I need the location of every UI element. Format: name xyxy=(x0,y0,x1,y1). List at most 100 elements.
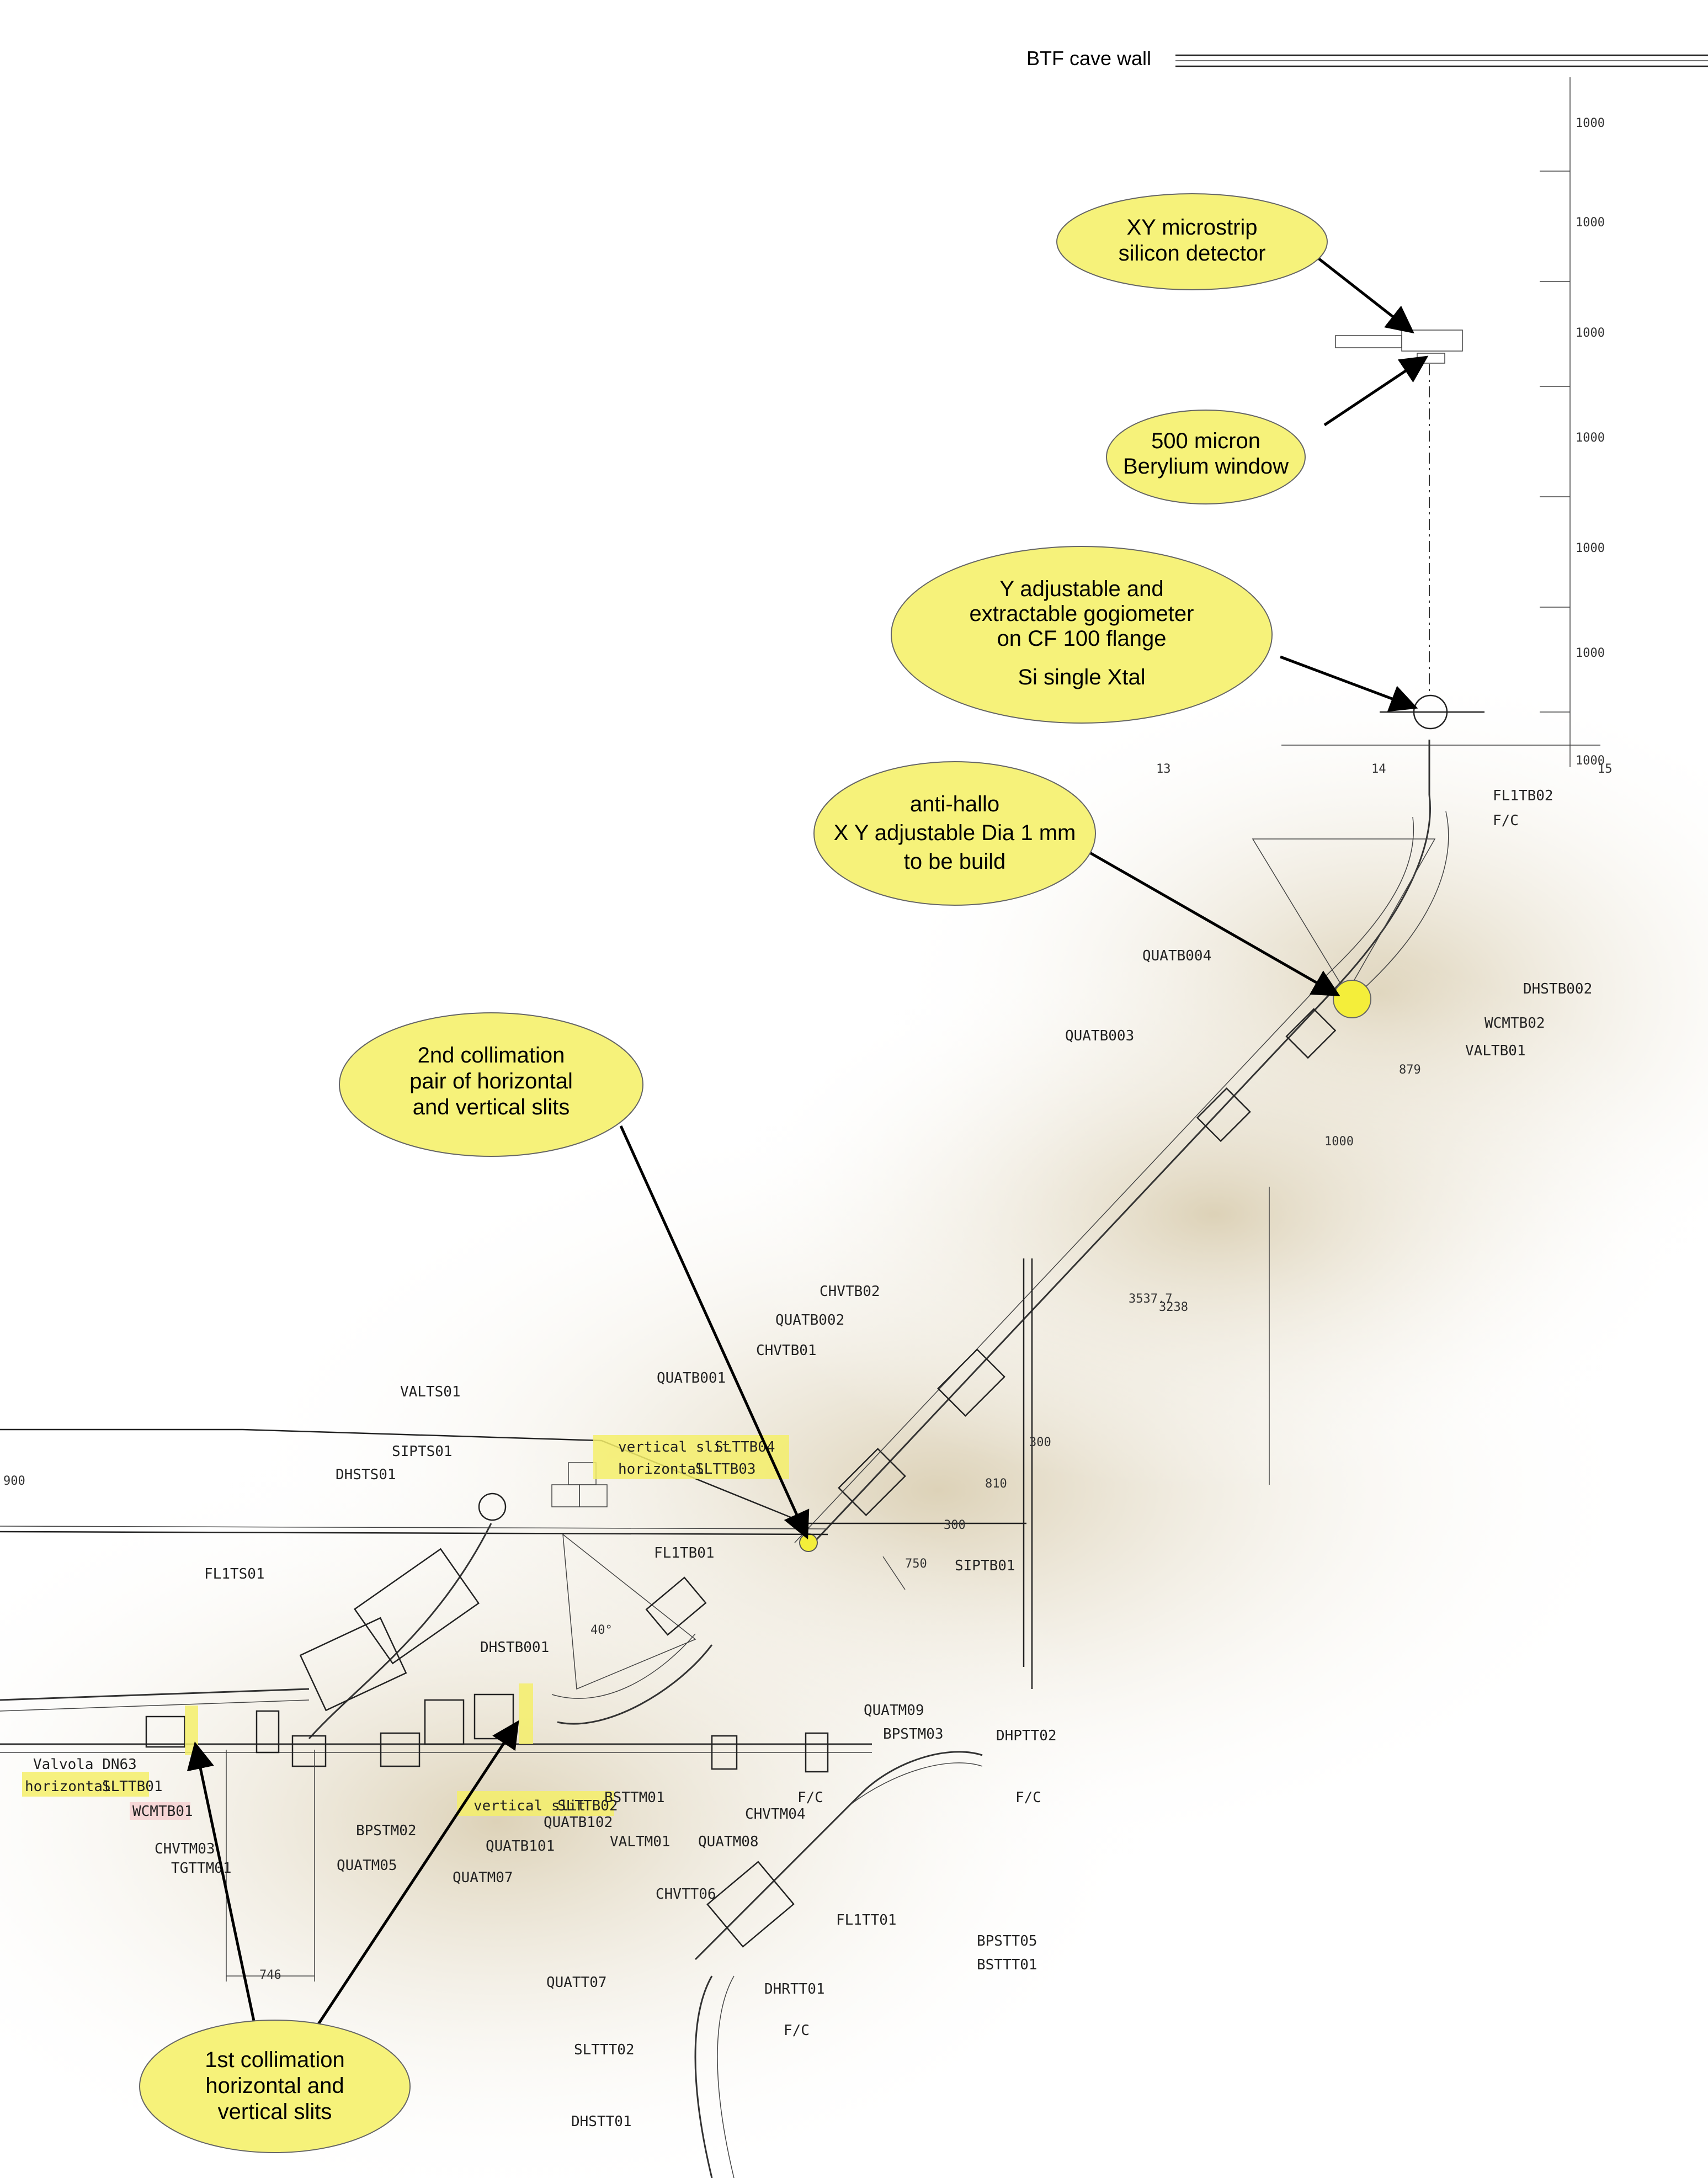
label-fc: F/C xyxy=(1015,1789,1041,1806)
callout-arrows xyxy=(187,256,1429,2034)
label-slttt02: SLTTT02 xyxy=(574,2042,635,2058)
label-quatt07: QUATT07 xyxy=(546,1974,607,1991)
label-wcmtb01: WCMTB01 xyxy=(132,1803,193,1820)
label-chvtb01: CHVTB01 xyxy=(756,1342,817,1359)
label-dhstb001: DHSTB001 xyxy=(480,1639,549,1656)
label-quatm09: QUATM09 xyxy=(864,1702,924,1719)
dim-750: 750 xyxy=(905,1557,927,1571)
label-quatm07: QUATM07 xyxy=(453,1869,513,1886)
svg-text:to be build: to be build xyxy=(904,849,1006,874)
ruler-label: 1000 xyxy=(1576,116,1605,130)
dim-300: 300 xyxy=(1029,1436,1051,1449)
svg-text:extractable gogiometer: extractable gogiometer xyxy=(970,602,1194,626)
dim-300: 300 xyxy=(944,1518,966,1532)
ruler-label: 1000 xyxy=(1576,541,1605,555)
label-chvtb02: CHVTB02 xyxy=(820,1283,880,1300)
component-labels: FL1TB02 F/C DHSTB002 WCMTB02 VALTB01 QUA… xyxy=(33,788,1592,2130)
label-horizontal: horizontal xyxy=(618,1461,705,1478)
dim-746: 746 xyxy=(259,1968,281,1982)
label-quatb001: QUATB001 xyxy=(657,1370,726,1387)
svg-text:500 micron: 500 micron xyxy=(1151,429,1260,453)
label-bpstm03: BPSTM03 xyxy=(883,1726,944,1743)
label-fl1tb02: FL1TB02 xyxy=(1493,788,1553,804)
label-fl1tt01: FL1TT01 xyxy=(836,1912,897,1929)
svg-text:2nd collimation: 2nd collimation xyxy=(418,1043,565,1067)
svg-text:XY microstrip: XY microstrip xyxy=(1126,215,1257,240)
label-quatb002: QUATB002 xyxy=(775,1312,844,1329)
ruler-label: 1000 xyxy=(1576,431,1605,445)
label-bsttt01: BSTTT01 xyxy=(977,1957,1037,1973)
label-valvola: Valvola DN63 xyxy=(33,1756,137,1773)
grid-label: 15 xyxy=(1598,762,1613,776)
distance-ruler: 1000 1000 1000 1000 1000 1000 1000 xyxy=(1540,77,1605,768)
svg-text:anti-hallo: anti-hallo xyxy=(910,792,999,816)
dimension-labels: 879 1000 3537.7 3238 300 810 300 750 40° xyxy=(590,1063,1421,1637)
label-slttb02: SLTTB02 xyxy=(557,1798,618,1814)
label-vertical-slit: vertical slit xyxy=(473,1798,586,1814)
beamline-tb xyxy=(551,794,1449,1725)
label-chvtt06: CHVTT06 xyxy=(656,1886,716,1903)
beamline-ts xyxy=(0,1492,507,1740)
label-quatb003: QUATB003 xyxy=(1065,1028,1134,1044)
label-dhstt01: DHSTT01 xyxy=(571,2113,632,2130)
label-valtm01: VALTM01 xyxy=(610,1834,671,1850)
grid-label: 14 xyxy=(1371,762,1386,776)
label-fl1tb01: FL1TB01 xyxy=(654,1545,715,1561)
svg-text:silicon detector: silicon detector xyxy=(1119,241,1266,265)
svg-text:Y adjustable and: Y adjustable and xyxy=(999,577,1163,601)
wall-label: BTF cave wall xyxy=(1026,47,1151,70)
label-fc: F/C xyxy=(784,2022,810,2039)
svg-text:Berylium window: Berylium window xyxy=(1123,454,1289,479)
label-chvtm04: CHVTM04 xyxy=(745,1806,806,1823)
cave-wall: BTF cave wall xyxy=(1026,47,1708,70)
label-sipts01: SIPTS01 xyxy=(392,1443,453,1460)
label-quatm05: QUATM05 xyxy=(337,1857,397,1874)
callout-antihalo: anti-hallo X Y adjustable Dia 1 mm to be… xyxy=(813,761,1096,906)
label-bpstm02: BPSTM02 xyxy=(356,1823,417,1839)
svg-text:vertical slits: vertical slits xyxy=(218,2100,332,2124)
antihalo-marker xyxy=(1333,980,1371,1018)
svg-text:and vertical slits: and vertical slits xyxy=(413,1095,570,1119)
detector-assembly: 14 15 13 xyxy=(1156,330,1613,795)
slit-marker xyxy=(799,1533,818,1552)
label-quatb102: QUATB102 xyxy=(544,1814,613,1831)
label-dhrtt01: DHRTT01 xyxy=(764,1981,825,1998)
ruler-label: 1000 xyxy=(1576,646,1605,660)
dim-810: 810 xyxy=(985,1477,1007,1491)
callout-second-collimation: 2nd collimation pair of horizontal and v… xyxy=(339,1012,643,1157)
dim-40deg: 40° xyxy=(590,1623,613,1637)
beamline-tm: 746 xyxy=(0,1683,983,2178)
label-vertical-slit: vertical slit xyxy=(618,1439,731,1455)
callout-detector: XY microstrip silicon detector xyxy=(1056,193,1328,290)
callout-beryllium: 500 micron Berylium window xyxy=(1106,410,1306,504)
svg-text:X Y adjustable Dia 1 mm: X Y adjustable Dia 1 mm xyxy=(834,821,1076,845)
label-dhstb002: DHSTB002 xyxy=(1523,981,1592,997)
grid-label: 13 xyxy=(1156,762,1171,776)
label-slttb03: SLTTB03 xyxy=(695,1461,756,1478)
highlighted-labels: vertical slit SLTTB04 horizontal SLTTB03… xyxy=(22,1435,789,1831)
ruler-label: 1000 xyxy=(1576,326,1605,340)
drawing-background xyxy=(0,662,1708,2178)
callout-goniometer: Y adjustable and extractable gogiometer … xyxy=(891,546,1273,724)
label-dhptt02: DHPTT02 xyxy=(996,1728,1057,1744)
label-valts01: VALTS01 xyxy=(400,1384,461,1400)
label-quatb101: QUATB101 xyxy=(486,1838,555,1855)
label-quatm08: QUATM08 xyxy=(698,1834,759,1850)
ruler-label: 1000 xyxy=(1576,216,1605,230)
dim-900: 900 xyxy=(3,1474,25,1488)
ruler-label: 1000 xyxy=(1576,754,1605,768)
label-fl1ts01: FL1TS01 xyxy=(204,1566,265,1582)
label-slttb01: SLTTB01 xyxy=(102,1778,163,1795)
dim-879: 879 xyxy=(1399,1063,1421,1077)
label-fc: F/C xyxy=(797,1789,823,1806)
svg-text:1st collimation: 1st collimation xyxy=(205,2048,344,2072)
dim-1000: 1000 xyxy=(1324,1135,1354,1149)
dim-3537: 3537.7 xyxy=(1129,1292,1172,1306)
label-valtb01: VALTB01 xyxy=(1465,1043,1526,1059)
label-siptb01: SIPTB01 xyxy=(955,1558,1015,1574)
label-quatb004: QUATB004 xyxy=(1142,948,1211,964)
label-dhsts01: DHSTS01 xyxy=(336,1467,396,1483)
label-bsttm01: BSTTM01 xyxy=(604,1789,665,1806)
label-wcmtb02: WCMTB02 xyxy=(1484,1015,1545,1032)
